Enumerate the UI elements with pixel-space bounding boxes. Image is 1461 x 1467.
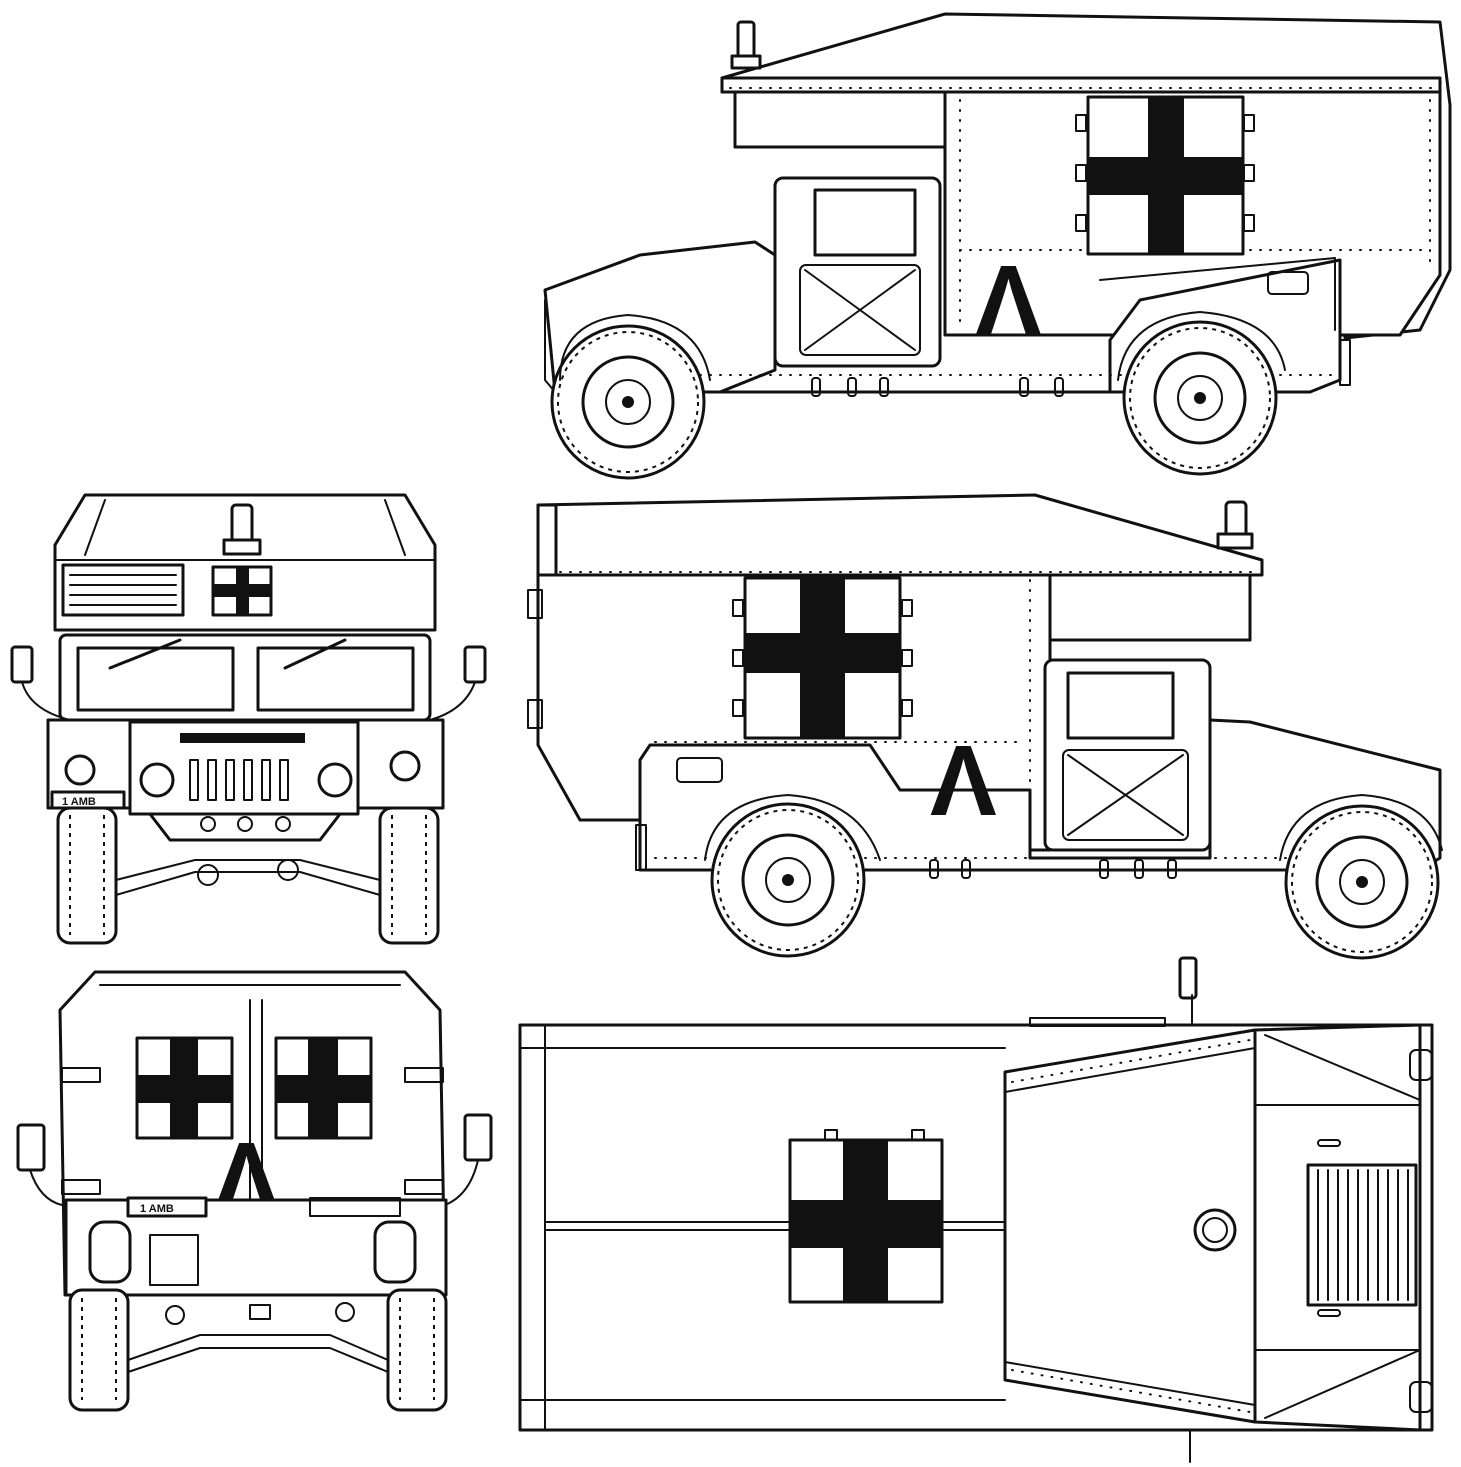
top-mirror [1178, 956, 1198, 1000]
front-tire-left [56, 806, 118, 945]
cab-roof-left [1048, 573, 1252, 642]
headlight-right [317, 762, 353, 798]
rear-mirror-left [16, 1123, 46, 1172]
mirror-right [463, 645, 487, 684]
marker-left [64, 754, 96, 786]
front-wheel-left [1284, 804, 1440, 960]
rear-wheel [1122, 320, 1278, 476]
front-bumper [148, 812, 342, 842]
cab-roof [733, 90, 947, 149]
cab-window [813, 188, 917, 257]
tail-light-right [373, 1220, 417, 1284]
beacon-light [736, 20, 756, 60]
marker-right [389, 750, 421, 782]
beacon-base [730, 54, 762, 70]
rear-view: Λ 1 AMB [16, 970, 493, 1412]
beacon-base-front [222, 538, 262, 556]
engine-grille [1306, 1163, 1418, 1307]
front-view: 1 AMB [10, 493, 487, 945]
front-wheel [550, 324, 706, 480]
rear-mirror-right [463, 1113, 493, 1162]
cross-horizontal [1088, 157, 1243, 195]
rear-tire-right [386, 1288, 448, 1412]
roof-hatch [1193, 1208, 1237, 1252]
front-vent [61, 563, 185, 617]
rear-wheel-left [710, 802, 866, 958]
front-plate-text: 1 AMB [62, 796, 96, 808]
unit-marking-left: Λ [930, 725, 997, 837]
windshield-left [76, 646, 235, 712]
beacon-light-front [230, 503, 254, 545]
rear-plate-text: 1 AMB [140, 1203, 174, 1215]
cab-window-left [1066, 671, 1175, 740]
side-view-right: Λ [543, 12, 1452, 480]
front-tire-right [378, 806, 440, 945]
rear-tire-left [68, 1288, 130, 1412]
rear-plate [126, 1196, 208, 1218]
mirror-left [10, 645, 34, 684]
side-view-left: Λ [527, 493, 1443, 960]
grille-slot [180, 733, 305, 743]
roof-edge [720, 76, 1442, 94]
windshield-right [256, 646, 415, 712]
tail-light-left [88, 1220, 132, 1284]
unit-marking: Λ [975, 245, 1042, 357]
ambulance-roof-left [536, 493, 1264, 577]
top-view [518, 956, 1434, 1463]
headlight-left [139, 762, 175, 798]
